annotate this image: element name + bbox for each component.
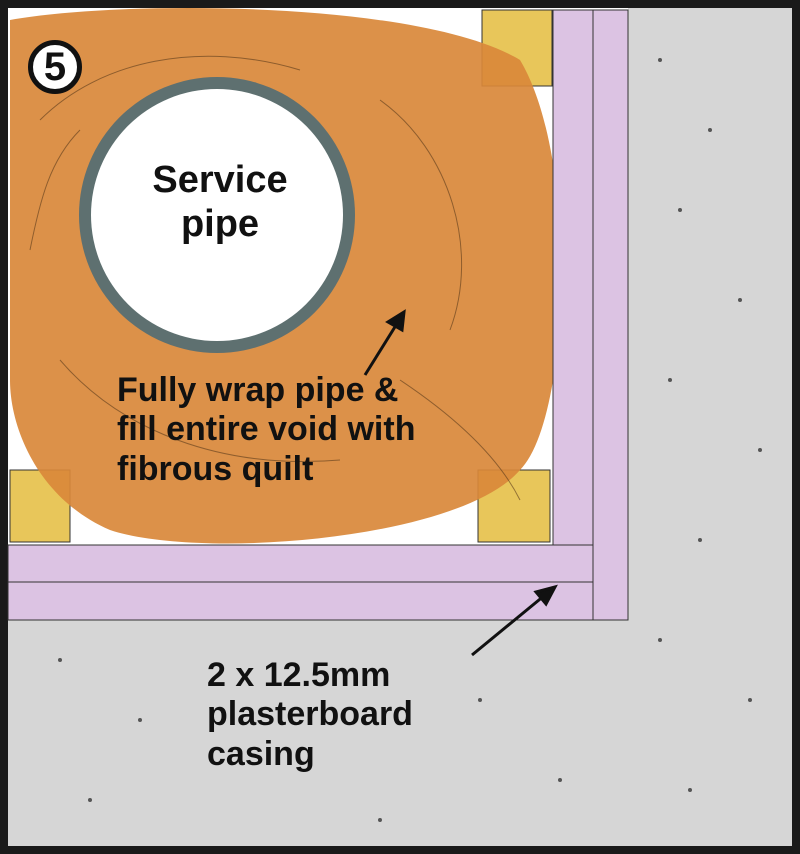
service-pipe-bore [91, 89, 343, 341]
concrete-speckles [58, 58, 762, 822]
quilt-label-line: Fully wrap pipe & [117, 371, 399, 409]
arrow-plasterboard [471, 584, 558, 657]
quilt-label-line: fill entire void with [117, 410, 416, 449]
plasterboard-label-line: casing [207, 734, 315, 773]
arrow-quilt [363, 309, 406, 376]
plasterboard-vertical-inner [552, 9, 594, 621]
plasterboard-label-line: plasterboard [207, 695, 413, 734]
quilt-label-line: fibrous quilt [117, 449, 314, 488]
step-number-badge: 5 [28, 40, 82, 94]
service-pipe-label: Service pipe [152, 159, 288, 246]
plasterboard-label-line: 2 x 12.5mm [207, 656, 391, 694]
concrete-wall-bottom [8, 620, 628, 846]
concrete-wall-right [628, 8, 792, 846]
quilt-strokes [29, 55, 521, 501]
quilt-label: Fully wrap pipe & fill entire void with … [117, 371, 415, 489]
plasterboard-horizontal-outer [7, 581, 594, 621]
plasterboard-horizontal-inner [7, 544, 594, 583]
plasterboard-vertical-outer [592, 9, 629, 621]
plasterboard-label: 2 x 12.5mm plasterboard casing [207, 656, 413, 774]
